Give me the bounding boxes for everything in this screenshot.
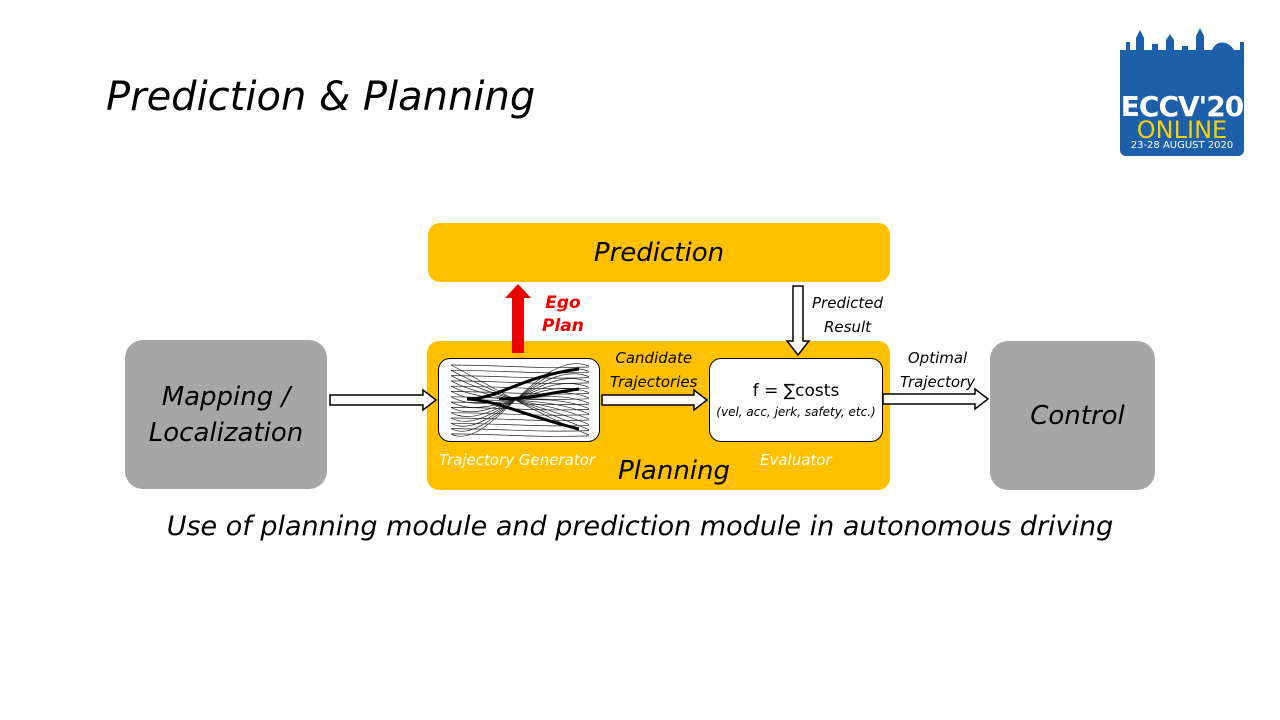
slide-caption: Use of planning module and prediction mo…	[166, 511, 1114, 542]
optimal-trajectory-line1: Optimal	[907, 349, 968, 367]
logo-date-text: 23-28 AUGUST 2020	[1130, 140, 1234, 151]
trajectory-generator-label: Trajectory Generator	[439, 451, 596, 469]
mapping-to-planning-arrow	[329, 388, 438, 412]
ego-plan-label-line1: Ego	[545, 293, 581, 313]
prediction-module: Prediction	[428, 223, 890, 282]
prediction-label: Prediction	[593, 237, 725, 268]
candidate-trajectories-arrow	[601, 388, 709, 412]
optimal-trajectory-arrow	[882, 387, 990, 411]
ego-plan-arrow	[505, 284, 531, 353]
trajectory-lattice-icon	[450, 363, 590, 437]
cost-formula: f = ∑costs	[752, 381, 840, 401]
evaluator-label: Evaluator	[760, 451, 832, 469]
optimal-trajectory-line2: Trajectory	[900, 373, 976, 391]
city-skyline-icon	[1120, 28, 1244, 64]
slide-title: Prediction & Planning	[106, 74, 536, 120]
predicted-result-label: Predicted Result	[812, 291, 883, 339]
localization-label: Localization	[148, 417, 304, 448]
logo-background	[1120, 56, 1244, 156]
control-module: Control	[990, 341, 1155, 490]
cost-terms: (vel, acc, jerk, safety, etc.)	[716, 405, 876, 419]
evaluator-box: f = ∑costs (vel, acc, jerk, safety, etc.…	[709, 358, 883, 442]
logo-online-text: ONLINE	[1136, 116, 1228, 144]
mapping-label: Mapping /	[161, 381, 291, 412]
control-label: Control	[1030, 400, 1125, 431]
ego-plan-label: Ego Plan	[542, 292, 584, 338]
optimal-trajectory-label: Optimal Trajectory	[900, 346, 975, 394]
predicted-result-line1: Predicted	[812, 294, 884, 312]
ego-plan-label-line2: Plan	[542, 316, 584, 336]
mapping-localization-module: Mapping / Localization	[125, 340, 327, 489]
candidate-trajectories-line1: Candidate	[615, 349, 693, 367]
candidate-trajectories-line2: Trajectories	[610, 373, 698, 391]
predicted-result-arrow	[785, 285, 811, 357]
eccv-logo: ECCV'20 ONLINE 23-28 AUGUST 2020	[1116, 24, 1248, 158]
trajectory-generator-box	[438, 358, 600, 442]
predicted-result-line2: Result	[823, 318, 872, 336]
candidate-trajectories-label: Candidate Trajectories	[610, 346, 697, 394]
planning-label: Planning	[618, 456, 730, 486]
logo-eccv-text: ECCV'20	[1120, 90, 1244, 123]
